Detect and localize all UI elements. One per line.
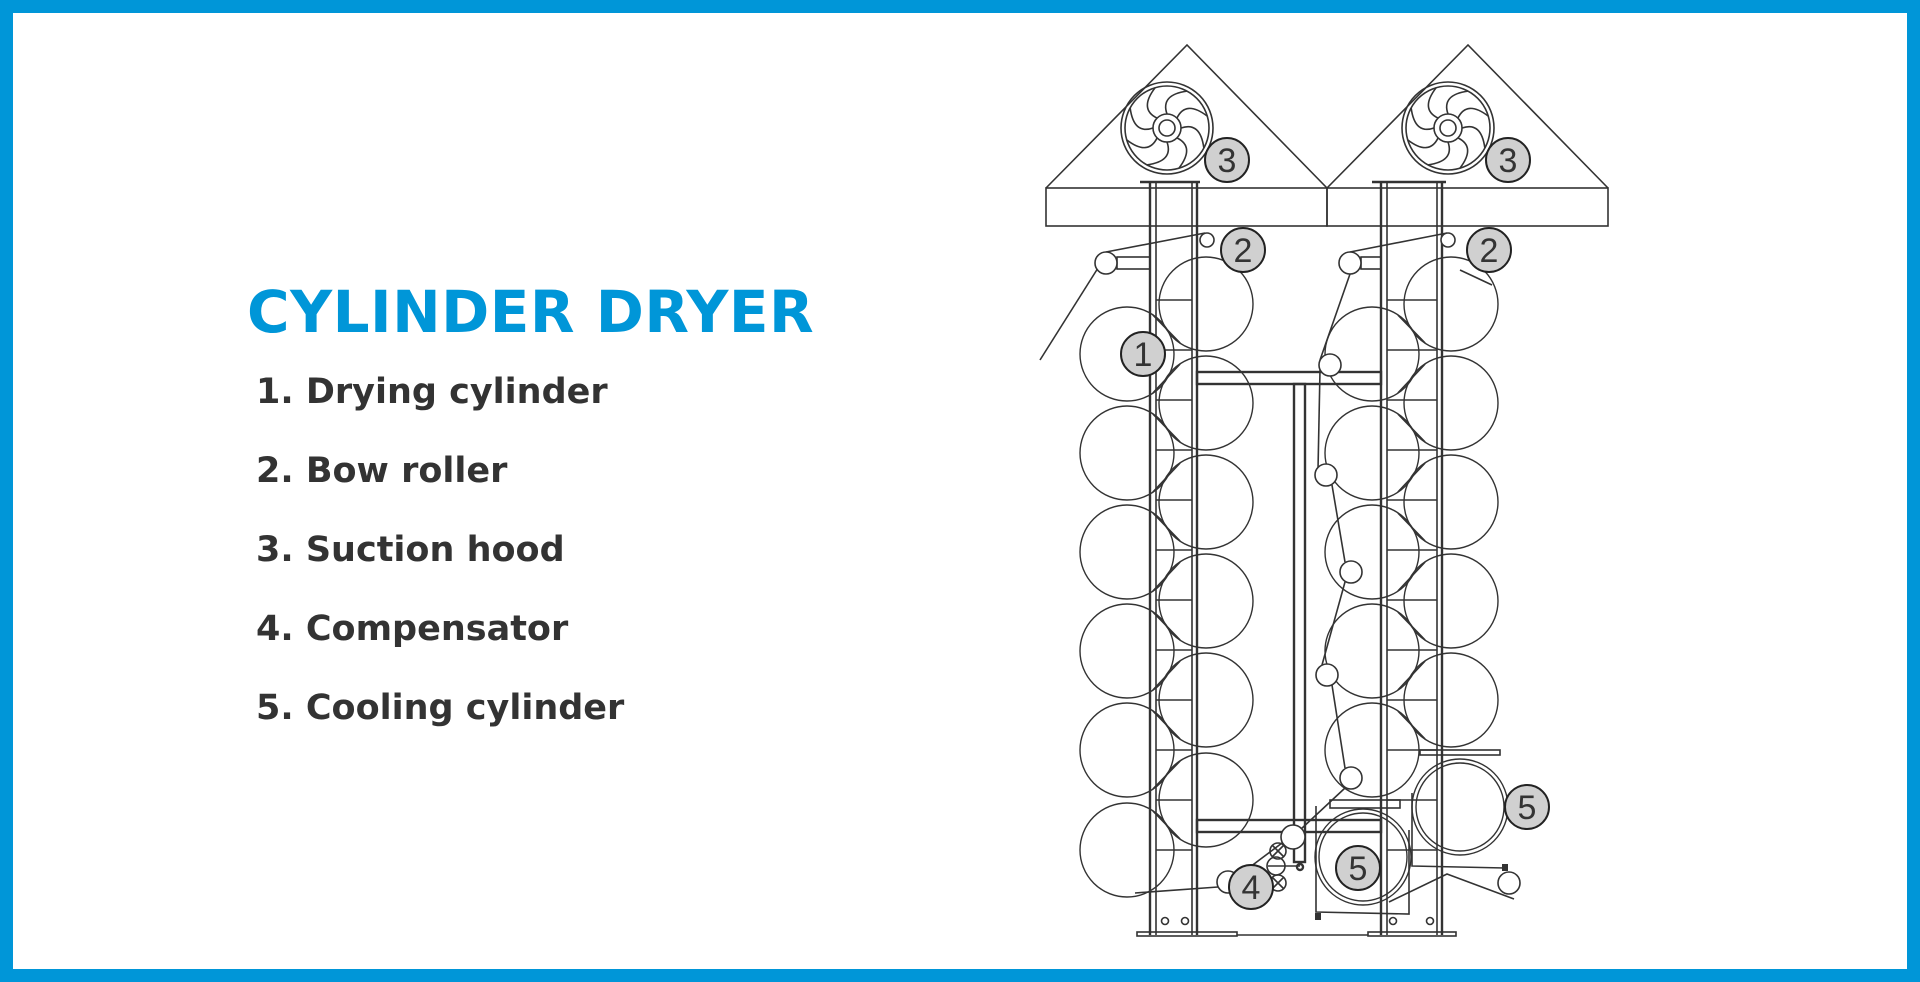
paper-web <box>1105 232 1206 253</box>
drying-cylinder <box>1403 454 1499 550</box>
legend-list: 1. Drying cylinder 2. Bow roller 3. Suct… <box>256 368 624 763</box>
drying-cylinder <box>1403 652 1499 748</box>
paper-web <box>1152 413 1181 443</box>
svg-text:2: 2 <box>1480 232 1499 270</box>
paper-web <box>1321 581 1346 666</box>
callout-5-cooling-cylinder: 5 <box>1335 845 1381 891</box>
legend-item-bow-roller: 2. Bow roller <box>256 451 508 491</box>
svg-text:5: 5 <box>1518 789 1537 827</box>
drying-cylinder <box>1403 553 1499 649</box>
drying-cylinder <box>1324 504 1420 600</box>
drying-cylinder <box>1158 752 1254 848</box>
paper-web <box>1459 269 1493 286</box>
roller-bracket <box>1360 256 1382 270</box>
tower-frames <box>1136 180 1457 937</box>
drying-cylinder <box>1324 306 1420 402</box>
drying-cylinder <box>1079 603 1175 699</box>
suction-fan-icon <box>1120 81 1214 175</box>
suction-fan-icon <box>1401 81 1495 175</box>
guide-roller <box>1094 251 1118 275</box>
paper-web <box>1331 684 1346 769</box>
svg-text:4: 4 <box>1242 869 1261 907</box>
roller-bracket <box>1116 256 1151 270</box>
paper-web <box>1397 512 1426 542</box>
paper-web <box>1039 267 1099 361</box>
drying-cylinder <box>1158 454 1254 550</box>
callout-4-compensator: 4 <box>1228 864 1274 910</box>
legend-item-suction-hood: 3. Suction hood <box>256 530 565 570</box>
drying-cylinder <box>1158 355 1254 451</box>
guide-roller <box>1280 824 1306 850</box>
guide-roller <box>1497 871 1521 895</box>
svg-text:5: 5 <box>1349 850 1368 888</box>
legend-item-compensator: 4. Compensator <box>256 609 569 649</box>
callout-2-bow-roller: 2 <box>1466 227 1512 273</box>
guide-roller <box>1318 353 1342 377</box>
legend-item-cooling-cylinder: 5. Cooling cylinder <box>256 688 625 728</box>
guide-roller <box>1338 251 1362 275</box>
compensator-mechanism <box>1266 842 1305 892</box>
drying-cylinder <box>1158 553 1254 649</box>
drying-cylinder <box>1158 256 1254 352</box>
drying-cylinder <box>1324 702 1420 798</box>
drying-cylinder <box>1403 256 1499 352</box>
guide-roller <box>1315 663 1339 687</box>
paper-web <box>1319 273 1351 361</box>
paper-web <box>1317 369 1321 471</box>
diagram-title: CYLINDER DRYER <box>247 278 815 346</box>
paper-web <box>1299 787 1346 831</box>
paper-web <box>1152 512 1181 542</box>
guide-roller <box>1199 232 1215 248</box>
paper-web <box>1152 462 1181 493</box>
paper-web <box>1152 561 1181 592</box>
drying-cylinder <box>1079 702 1175 798</box>
guide-roller <box>1339 560 1363 584</box>
paper-web <box>1331 484 1346 563</box>
drying-cylinder <box>1079 405 1175 501</box>
drying-cylinder <box>1079 802 1175 898</box>
paper-web <box>1397 660 1426 691</box>
paper-web <box>1152 314 1181 344</box>
paper-web <box>1397 710 1426 740</box>
svg-text:3: 3 <box>1499 142 1518 180</box>
callout-5-cooling-cylinder: 5 <box>1504 784 1550 830</box>
paper-web <box>1397 611 1426 641</box>
paper-web <box>1397 413 1426 443</box>
svg-text:2: 2 <box>1234 232 1253 270</box>
paper-web <box>1397 314 1426 344</box>
guide-roller <box>1339 766 1363 790</box>
drying-cylinder <box>1158 652 1254 748</box>
guide-roller <box>1440 232 1456 248</box>
callout-2-bow-roller: 2 <box>1220 227 1266 273</box>
drying-cylinder <box>1324 603 1420 699</box>
paper-web <box>1152 363 1181 394</box>
paper-web <box>1152 760 1181 790</box>
paper-web <box>1152 810 1181 840</box>
paper-web <box>1152 710 1181 740</box>
callout-3-suction-hood: 3 <box>1485 137 1531 183</box>
paper-web <box>1134 886 1219 894</box>
paper-web <box>1152 660 1181 691</box>
suction-hood-housing <box>1045 43 1609 227</box>
paper-web <box>1349 232 1448 253</box>
paper-web <box>1397 462 1426 493</box>
drying-cylinder <box>1403 355 1499 451</box>
svg-text:1: 1 <box>1134 336 1153 374</box>
drying-cylinder <box>1079 306 1175 402</box>
legend-item-drying-cylinder: 1. Drying cylinder <box>256 372 608 412</box>
paper-web <box>1397 363 1426 394</box>
callout-3-suction-hood: 3 <box>1204 137 1250 183</box>
drying-cylinder <box>1324 405 1420 501</box>
paper-web <box>1152 611 1181 641</box>
drying-cylinder <box>1079 504 1175 600</box>
callout-1-drying-cylinder: 1 <box>1120 331 1166 377</box>
svg-text:3: 3 <box>1218 142 1237 180</box>
paper-web <box>1397 561 1426 592</box>
guide-roller <box>1314 463 1338 487</box>
